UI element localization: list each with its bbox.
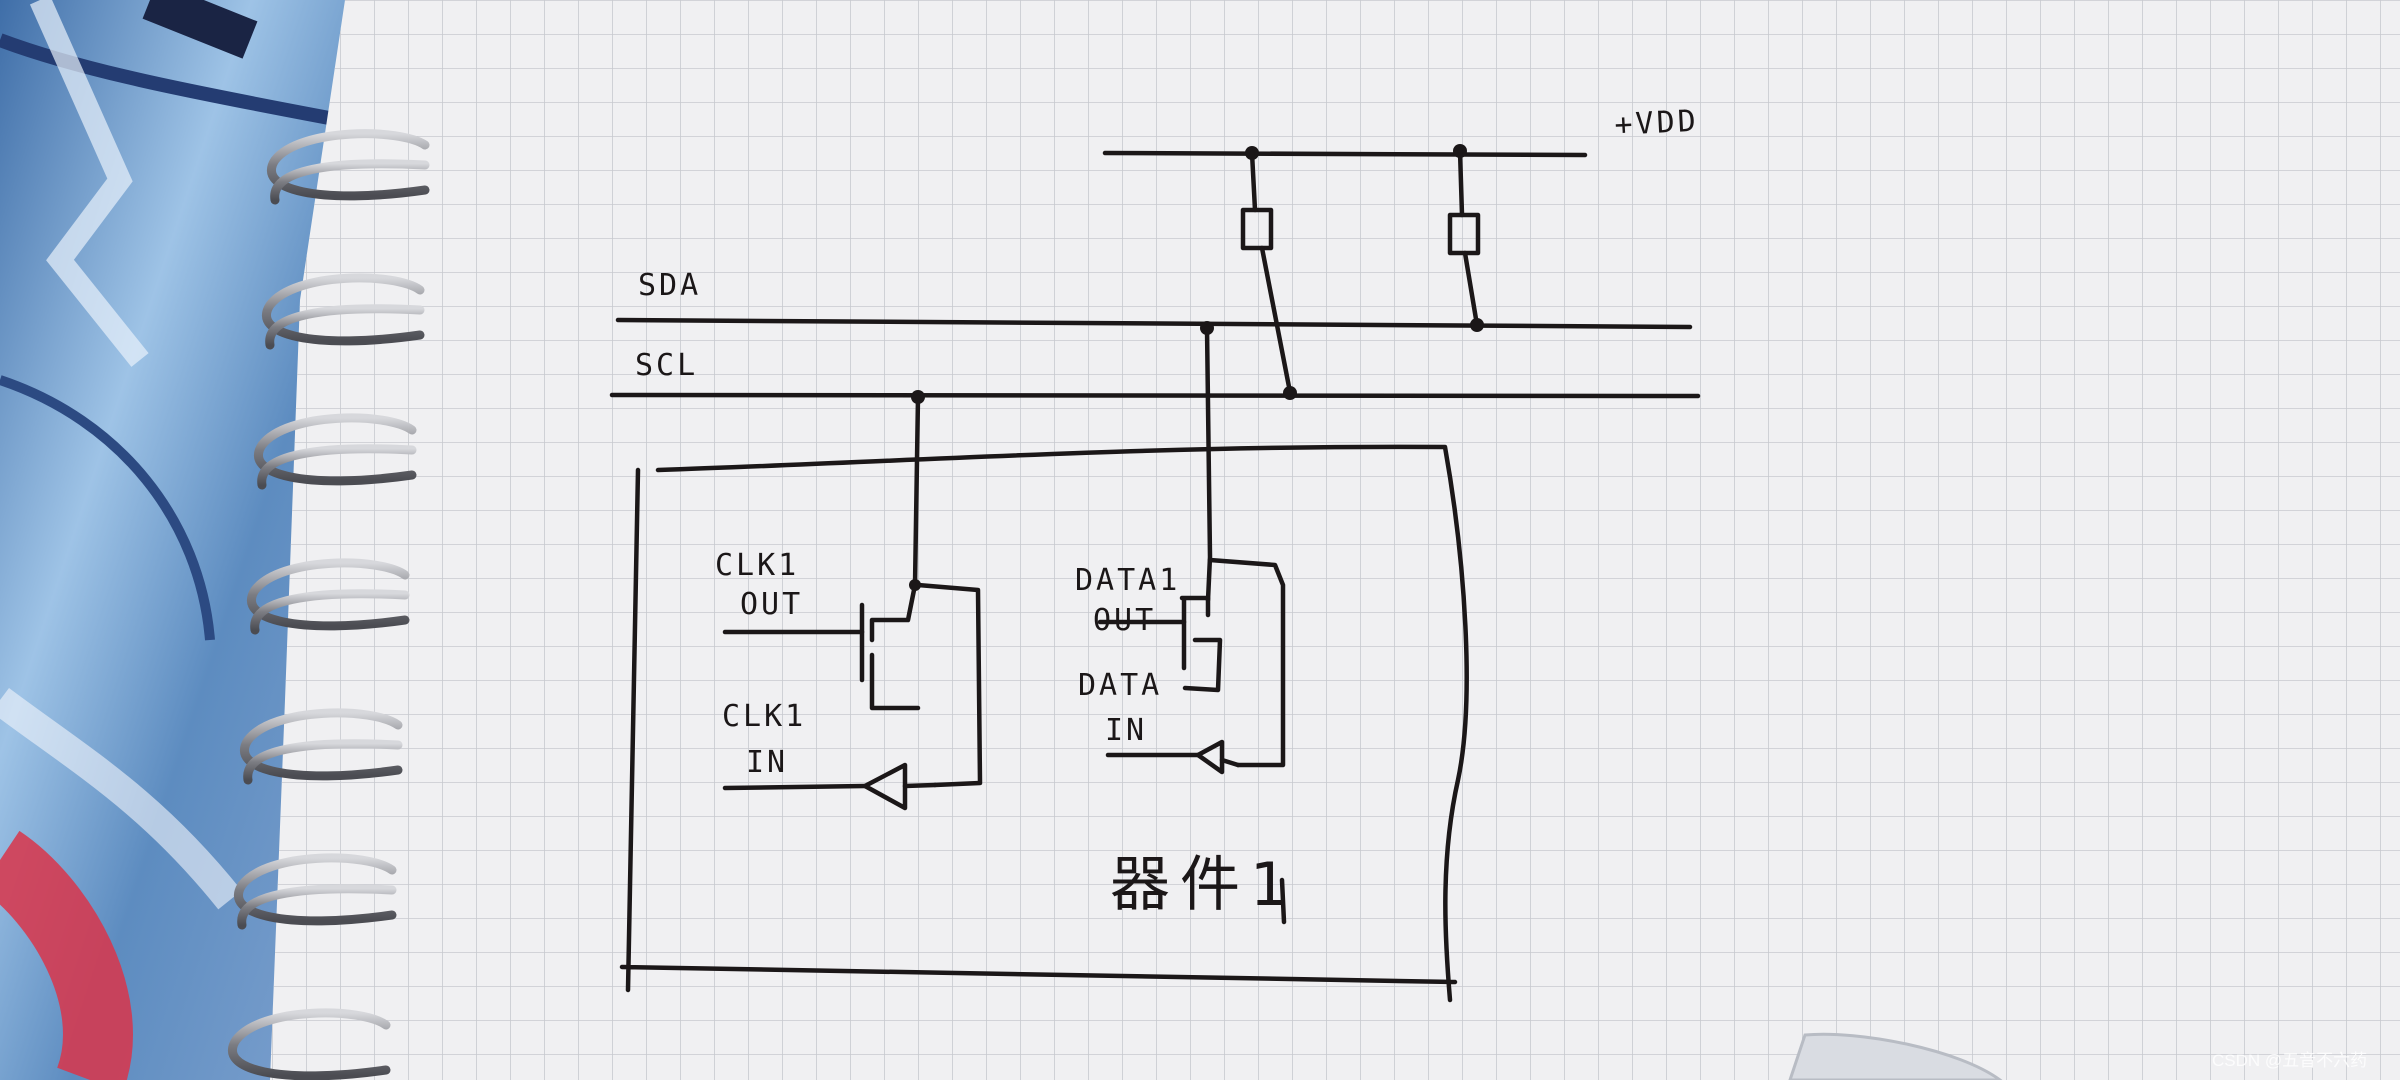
sda-label: SDA bbox=[638, 268, 701, 303]
data-out-label-line2: OUT bbox=[1093, 603, 1156, 638]
data-input-buffer bbox=[1105, 739, 1241, 775]
scl-label: SCL bbox=[635, 348, 698, 383]
clk-output-transistor bbox=[722, 394, 983, 788]
plastic-object bbox=[1788, 1032, 2003, 1080]
sda-bus-line bbox=[615, 317, 1693, 330]
pullup-resistor-scl bbox=[1240, 150, 1293, 395]
spiral-ring bbox=[233, 853, 397, 930]
circuit-labels: +VDD SDA SCL CLK1 OUT CLK1 IN DATA1 OUT … bbox=[635, 104, 1700, 920]
device-label: 器件1 bbox=[1110, 850, 1298, 920]
spiral-ring bbox=[261, 273, 425, 350]
scl-node-pullup bbox=[1283, 386, 1297, 400]
scl-bus-line bbox=[609, 392, 1701, 399]
spiral-ring bbox=[266, 129, 430, 205]
spiral-ring bbox=[246, 558, 410, 635]
data-output-transistor bbox=[1097, 325, 1286, 768]
device-label-stroke bbox=[1279, 877, 1287, 925]
data-in-label-line1: DATA bbox=[1078, 668, 1162, 703]
clk-in-label-line1: CLK1 bbox=[722, 699, 806, 734]
clk-in-label-line2: IN bbox=[746, 745, 788, 780]
device-box bbox=[619, 444, 1469, 1003]
spiral-ring bbox=[253, 413, 417, 490]
pullup-resistor-sda bbox=[1447, 148, 1481, 328]
data-in-label-line2: IN bbox=[1105, 713, 1147, 748]
clk-out-label-line2: OUT bbox=[740, 587, 803, 622]
clk-out-label-line1: CLK1 bbox=[715, 548, 799, 583]
sda-node-pullup bbox=[1470, 318, 1484, 332]
circuit-drawing bbox=[609, 144, 1701, 1003]
spiral-binding bbox=[227, 129, 430, 1080]
clk-input-buffer bbox=[722, 762, 938, 811]
spiral-ring bbox=[227, 1008, 391, 1080]
vdd-rail bbox=[1102, 150, 1588, 158]
spiral-ring bbox=[239, 708, 403, 785]
vdd-label: +VDD bbox=[1614, 104, 1700, 143]
data-out-label-line1: DATA1 bbox=[1075, 563, 1180, 598]
watermark: CSDN @五音不六药 bbox=[2212, 1051, 2367, 1070]
grid-paper bbox=[270, 0, 2400, 1080]
